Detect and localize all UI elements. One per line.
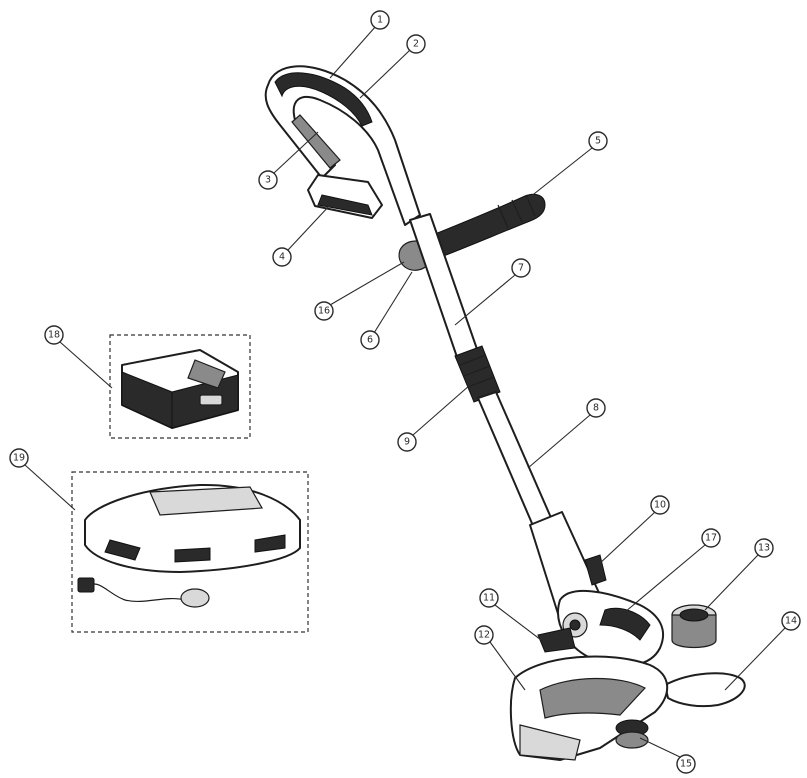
callout-3: 3	[258, 170, 278, 190]
callout-number: 2	[413, 39, 419, 50]
leader-8	[527, 414, 591, 469]
callout-13: 13	[754, 538, 774, 558]
leader-18	[59, 341, 113, 389]
callout-circle	[586, 398, 606, 418]
callout-circle	[650, 495, 670, 515]
callout-circle	[9, 448, 29, 468]
callout-number: 8	[593, 403, 599, 414]
callout-18: 18	[44, 325, 64, 345]
leader-4	[287, 204, 331, 251]
leader-7	[454, 274, 516, 326]
callout-15: 15	[676, 754, 696, 774]
leader-6	[373, 271, 413, 334]
callout-circle	[479, 588, 499, 608]
callout-12: 12	[474, 625, 494, 645]
callout-number: 16	[318, 306, 330, 317]
cutting-guard	[509, 655, 669, 761]
callout-number: 17	[705, 533, 717, 544]
leader-12	[489, 641, 526, 691]
callout-number: 6	[367, 335, 373, 346]
callout-circle	[370, 10, 390, 30]
callout-number: 13	[758, 543, 770, 554]
callout-number: 12	[478, 630, 490, 641]
leader-16	[329, 261, 405, 306]
callout-11: 11	[479, 588, 499, 608]
leader-9	[412, 384, 471, 436]
callout-circle	[44, 325, 64, 345]
callout-number: 15	[680, 759, 692, 770]
callout-circle	[406, 34, 426, 54]
flower-guard	[664, 672, 746, 708]
leader-14	[724, 627, 786, 691]
callout-8: 8	[586, 398, 606, 418]
callout-2: 2	[406, 34, 426, 54]
lower-shaft	[477, 391, 553, 529]
callout-circle	[360, 330, 380, 350]
callout-17: 17	[701, 528, 721, 548]
callout-circle	[314, 301, 334, 321]
callout-circle	[258, 170, 278, 190]
charger	[71, 471, 309, 633]
callout-5: 5	[588, 131, 608, 151]
leader-19	[24, 464, 76, 511]
callout-1: 1	[370, 10, 390, 30]
callout-9: 9	[397, 432, 417, 452]
leader-3	[273, 131, 319, 174]
callout-circle	[397, 432, 417, 452]
callout-circle	[272, 247, 292, 267]
callout-7: 7	[511, 258, 531, 278]
callout-14: 14	[781, 611, 801, 631]
leader-10	[597, 511, 656, 566]
callout-circle	[511, 258, 531, 278]
callout-circle	[588, 131, 608, 151]
switch-housing	[307, 174, 383, 219]
callout-4: 4	[272, 247, 292, 267]
rear-handle	[264, 65, 421, 226]
callout-number: 18	[48, 330, 60, 341]
callout-number: 1	[377, 15, 383, 26]
callout-circle	[474, 625, 494, 645]
leader-2	[359, 49, 411, 99]
callout-19: 19	[9, 448, 29, 468]
leader-5	[519, 147, 593, 206]
trimmer-illustration	[264, 65, 746, 761]
callout-6: 6	[360, 330, 380, 350]
callout-number: 10	[654, 500, 666, 511]
callout-number: 19	[13, 453, 25, 464]
callout-circle	[701, 528, 721, 548]
leader-1	[329, 25, 377, 79]
callout-number: 14	[785, 616, 797, 627]
edging-wheel	[615, 719, 649, 749]
leader-lines	[24, 25, 786, 758]
callout-number: 3	[265, 175, 271, 186]
charger-dashed-frame	[71, 471, 309, 633]
callout-circle	[676, 754, 696, 774]
leader-13	[704, 554, 759, 611]
leader-15	[639, 737, 681, 758]
callout-number: 5	[595, 136, 601, 147]
battery-pack	[109, 334, 251, 439]
motor-housing	[529, 511, 665, 667]
callout-circle	[781, 611, 801, 631]
callout-16: 16	[314, 301, 334, 321]
callout-10: 10	[650, 495, 670, 515]
spool-cover	[671, 604, 717, 649]
callout-number: 9	[404, 437, 410, 448]
callout-number: 4	[279, 252, 285, 263]
callout-number: 11	[483, 593, 495, 604]
callout-circle	[754, 538, 774, 558]
leader-17	[624, 544, 706, 613]
callout-number: 7	[518, 263, 524, 274]
leader-11	[494, 604, 546, 644]
